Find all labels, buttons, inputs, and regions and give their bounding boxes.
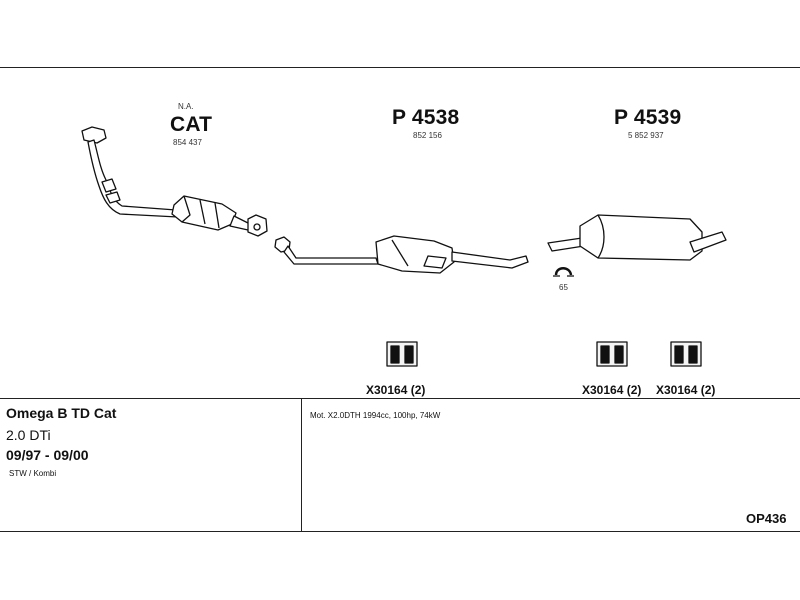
body-type: STW / Kombi bbox=[9, 469, 57, 478]
centre-silencer-part bbox=[274, 235, 529, 274]
info-divider-horizontal bbox=[0, 398, 800, 399]
rear-silencer-part bbox=[547, 214, 727, 261]
diagram-code: OP436 bbox=[746, 511, 787, 526]
engine-spec: Mot. X2.0DTH 1994cc, 100hp, 74kW bbox=[310, 411, 441, 420]
mount-label: X30164 (2) bbox=[656, 383, 716, 397]
mount-label: X30164 (2) bbox=[366, 383, 426, 397]
front-pipe-part bbox=[81, 126, 179, 218]
cat-title: CAT bbox=[170, 113, 213, 136]
p4538-ref: 852 156 bbox=[413, 131, 442, 140]
model-name: Omega B TD Cat bbox=[6, 405, 117, 421]
rubber-mount-part bbox=[596, 341, 628, 367]
p4538-title: P 4538 bbox=[392, 106, 460, 129]
info-divider-vertical bbox=[301, 398, 302, 532]
diagram-frame bbox=[0, 67, 800, 532]
clamp-part bbox=[553, 267, 574, 277]
engine-type: 2.0 DTi bbox=[6, 427, 51, 443]
rubber-mount-part bbox=[670, 341, 702, 367]
rubber-mount-part bbox=[386, 341, 418, 367]
cat-prefix-label: N.A. bbox=[178, 102, 194, 111]
cat-ref: 854 437 bbox=[173, 138, 202, 147]
p4539-title: P 4539 bbox=[614, 106, 682, 129]
model-years: 09/97 - 09/00 bbox=[6, 447, 89, 463]
mount-label: X30164 (2) bbox=[582, 383, 642, 397]
catalytic-converter-part bbox=[171, 195, 268, 237]
clamp-ref: 65 bbox=[559, 283, 568, 292]
p4539-ref: 5 852 937 bbox=[628, 131, 664, 140]
